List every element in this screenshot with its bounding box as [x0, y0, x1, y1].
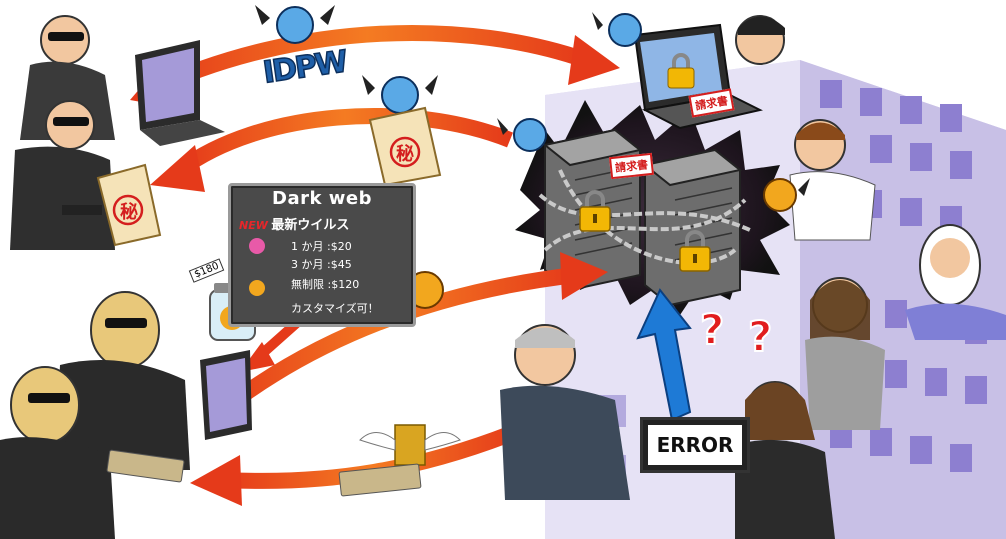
virus-mascot-icon — [497, 118, 547, 152]
price-row: 3 か月 :$45 — [291, 258, 352, 271]
blue-up-arrow — [636, 288, 692, 422]
virus-mascot-icon — [592, 12, 642, 47]
secret-mark: 秘 — [120, 202, 138, 223]
question-mark: ? — [747, 311, 773, 362]
virus-icon — [249, 280, 265, 296]
virus-icon — [249, 238, 265, 254]
price-row: 無制限 :$120 — [291, 278, 360, 291]
padlock-icon — [679, 230, 711, 272]
virus-mascot-icon — [763, 178, 810, 212]
virus-mascot-icon — [255, 5, 335, 44]
secret-envelope — [368, 106, 442, 187]
price-row: 1 か月 :$20 — [291, 240, 352, 253]
customizable-text: カスタマイズ可！ — [291, 302, 379, 315]
question-mark: ? — [699, 304, 725, 355]
hacker-figures — [0, 15, 252, 539]
invoice-label: 請求書 — [608, 152, 655, 180]
winged-money — [338, 424, 461, 497]
dark-web-panel: Dark web NEW 最新ウイルス 1 か月 :$20 3 か月 :$45 … — [228, 183, 416, 327]
padlock-icon — [579, 190, 611, 232]
infected-servers — [515, 100, 790, 315]
error-laptop: ERROR — [640, 417, 750, 473]
secret-mark: 秘 — [396, 144, 414, 165]
error-text: ERROR — [648, 425, 742, 465]
latest-virus-heading: 最新ウイルス — [271, 218, 350, 233]
office-worker-figures — [500, 15, 1006, 539]
new-badge: NEW — [239, 219, 268, 232]
virus-mascot-icon — [362, 75, 438, 114]
dark-web-title: Dark web — [272, 188, 372, 209]
